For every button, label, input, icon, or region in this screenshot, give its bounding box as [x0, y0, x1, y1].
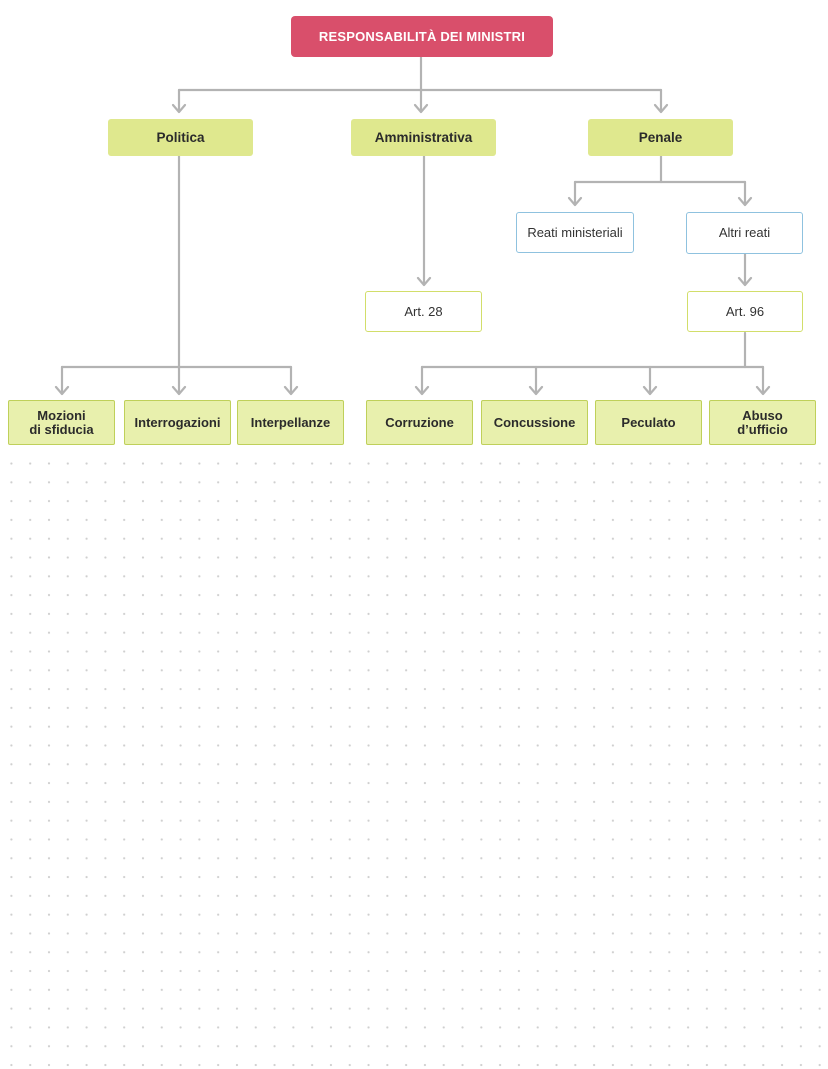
altri-reati-label: Altri reati [718, 225, 771, 240]
root-node: RESPONSABILITÀ DEI MINISTRI [291, 16, 553, 57]
leaf-corruzione: Corruzione [366, 400, 473, 445]
leaf-interpellanze: Interpellanze [237, 400, 344, 445]
category-politica: Politica [108, 119, 253, 156]
category-amministrativa: Amministrativa [351, 119, 496, 156]
leaf-interrogazioni: Interrogazioni [124, 400, 231, 445]
connector-to-corruzione [414, 365, 430, 396]
connector-to-mozioni [54, 365, 70, 396]
concussione-label: Concussione [493, 414, 576, 430]
category-penale: Penale [588, 119, 733, 156]
interpellanze-label: Interpellanze [250, 414, 331, 430]
node-art28: Art. 28 [365, 291, 482, 332]
connector-to-politica [171, 88, 187, 114]
category-amministrativa-label: Amministrativa [374, 129, 473, 145]
connector-to-art28 [416, 154, 432, 287]
leaf-mozioni-di-sfiducia: Mozioni di sfiducia [8, 400, 115, 445]
leaf-concussione: Concussione [481, 400, 588, 445]
connector-to-interrogazioni [171, 365, 187, 396]
corruzione-label: Corruzione [385, 414, 454, 430]
interrogazioni-label: Interrogazioni [134, 414, 221, 430]
connector-to-concussione [528, 365, 544, 396]
connector-to-altri-reati [737, 180, 753, 207]
connector-to-abuso [755, 365, 771, 396]
mozioni-label: Mozioni di sfiducia [29, 407, 94, 437]
node-art96: Art. 96 [687, 291, 803, 332]
root-label: RESPONSABILITÀ DEI MINISTRI [318, 28, 526, 44]
connector-lines [54, 55, 771, 396]
connector-to-art96 [737, 252, 753, 287]
connector-to-penale [653, 88, 669, 114]
peculato-label: Peculato [621, 414, 676, 430]
reati-ministeriali-label: Reati ministeriali [527, 224, 623, 240]
leaf-abuso-d-ufficio: Abuso d’ufficio [709, 400, 816, 445]
abuso-label: Abuso d’ufficio [737, 407, 788, 437]
connector-to-reati-ministeriali [567, 180, 583, 207]
category-penale-label: Penale [638, 129, 683, 145]
category-politica-label: Politica [156, 129, 205, 145]
art28-label: Art. 28 [404, 303, 443, 319]
connector-to-amministrativa [413, 88, 429, 114]
connector-to-peculato [642, 365, 658, 396]
node-reati-ministeriali: Reati ministeriali [516, 212, 634, 253]
art96-label: Art. 96 [725, 303, 765, 319]
node-altri-reati: Altri reati [686, 212, 803, 254]
leaf-peculato: Peculato [595, 400, 702, 445]
connector-to-interpellanze [283, 365, 299, 396]
